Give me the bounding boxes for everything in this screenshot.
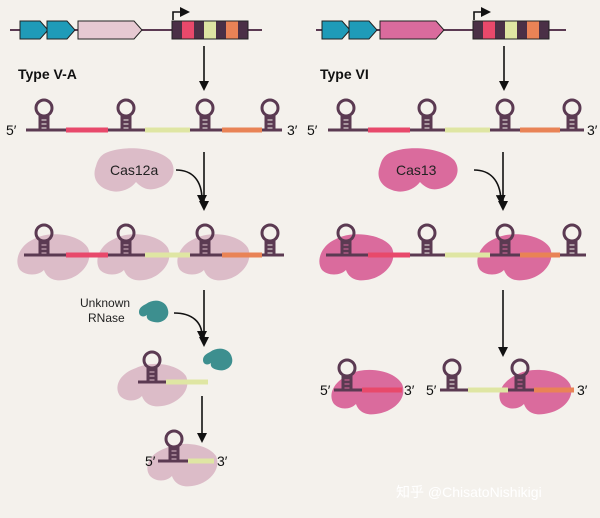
three-prime-label: 3′	[287, 122, 298, 138]
stem-loop-hairpin-icon	[442, 358, 462, 392]
left-panel-title: Type V-A	[18, 66, 77, 82]
gene-arrow-icon	[77, 20, 143, 40]
right-bound-complex	[319, 223, 586, 281]
five-prime-label: 5′	[307, 122, 318, 138]
stem-loop-hairpin-icon	[164, 429, 184, 463]
stem-loop-hairpin-icon	[336, 223, 356, 257]
stem-loop-hairpin-icon	[195, 223, 215, 257]
right-panel-title: Type VI	[320, 66, 369, 82]
stem-loop-hairpin-icon	[337, 358, 357, 392]
cas13-protein: Cas13	[378, 148, 458, 192]
stem-loop-hairpin-icon	[260, 98, 280, 132]
curved-arrow-icon	[173, 312, 207, 341]
curved-arrow-icon	[473, 169, 506, 205]
rnase-protein-icon	[203, 348, 233, 371]
stem-loop-hairpin-icon	[495, 223, 515, 257]
stem-loop-hairpin-icon	[417, 98, 437, 132]
watermark: 知乎 @ChisatoNishikigi	[396, 484, 542, 500]
three-prime-label: 3′	[217, 453, 228, 469]
stem-loop-hairpin-icon	[195, 98, 215, 132]
stem-loop-hairpin-icon	[260, 223, 280, 257]
left-gene-locus	[10, 7, 262, 40]
unknown-rnase-label-line1: Unknown	[80, 296, 130, 310]
curved-arrow-icon	[175, 169, 207, 205]
protein-blob-icon	[378, 148, 458, 192]
cas12a-protein: Cas12a	[94, 148, 174, 192]
promoter-arrow-icon	[172, 7, 190, 20]
three-prime-label: 3′	[404, 382, 415, 398]
left-bound-complex	[17, 223, 284, 281]
stem-loop-hairpin-icon	[562, 98, 582, 132]
gene-arrow-icon	[348, 20, 378, 40]
stem-loop-hairpin-icon	[34, 223, 54, 257]
cas12a-label: Cas12a	[110, 162, 158, 178]
left-processed-complex-1	[117, 350, 208, 407]
stem-loop-hairpin-icon	[495, 98, 515, 132]
right-panel: Type VI 5′ 3′ Cas13	[307, 7, 598, 415]
stem-loop-hairpin-icon	[34, 98, 54, 132]
rnase-protein-icon	[139, 300, 169, 323]
unknown-rnase-label-line2: RNase	[88, 311, 125, 325]
gene-arrow-icon	[19, 20, 49, 40]
right-gene-locus	[316, 7, 566, 40]
right-pre-crrna: 5′ 3′	[307, 98, 598, 138]
stem-loop-hairpin-icon	[336, 98, 356, 132]
promoter-arrow-icon	[473, 7, 491, 20]
three-prime-label: 3′	[577, 382, 588, 398]
five-prime-label: 5′	[145, 453, 156, 469]
right-processed-complex-2: 5′ 3′	[426, 358, 588, 415]
left-processed-complex-2: 5′ 3′	[145, 429, 228, 487]
gene-arrow-icon	[321, 20, 351, 40]
stem-loop-hairpin-icon	[417, 223, 437, 257]
three-prime-label: 3′	[587, 122, 598, 138]
right-processed-complex-1: 5′ 3′	[320, 358, 415, 415]
gene-arrow-icon	[46, 20, 76, 40]
stem-loop-hairpin-icon	[142, 350, 162, 384]
stem-loop-hairpin-icon	[116, 98, 136, 132]
left-panel: Type V-A 5′ 3′ Cas12a	[6, 7, 298, 487]
stem-loop-hairpin-icon	[510, 358, 530, 392]
stem-loop-hairpin-icon	[562, 223, 582, 257]
left-pre-crrna: 5′ 3′	[6, 98, 298, 138]
five-prime-label: 5′	[426, 382, 437, 398]
five-prime-label: 5′	[6, 122, 17, 138]
gene-arrow-icon	[379, 20, 445, 40]
crispr-array	[472, 20, 550, 40]
stem-loop-hairpin-icon	[116, 223, 136, 257]
crispr-array	[171, 20, 249, 40]
protein-blob-icon	[94, 148, 174, 192]
five-prime-label: 5′	[320, 382, 331, 398]
cas13-label: Cas13	[396, 162, 437, 178]
